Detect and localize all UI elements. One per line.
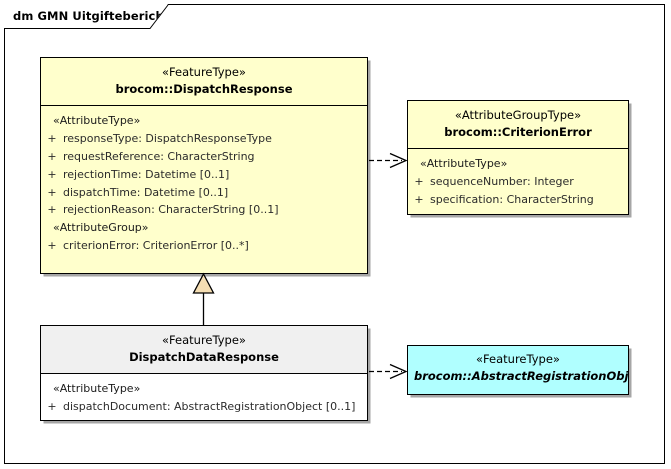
diagram-frame bbox=[4, 4, 665, 464]
class-header-dispatch-data-response: «FeatureType» DispatchDataResponse bbox=[41, 326, 367, 373]
attribute-label: rejectionTime: Datetime [0..1] bbox=[63, 167, 230, 181]
class-compartment-divider bbox=[408, 147, 628, 150]
attribute-row[interactable]: + dispatchDocument: AbstractRegistration… bbox=[41, 398, 367, 416]
attribute-visibility: + bbox=[47, 185, 57, 199]
attribute-label: criterionError: CriterionError [0..*] bbox=[63, 239, 249, 253]
class-name: DispatchDataResponse bbox=[129, 349, 279, 364]
class-box-dispatch-response[interactable]: «FeatureType» brocom::DispatchResponse «… bbox=[40, 57, 368, 274]
attribute-label: sequenceNumber: Integer bbox=[430, 175, 574, 189]
class-attributes-dispatch-data-response: «AttributeType» + dispatchDocument: Abst… bbox=[41, 374, 367, 420]
attribute-label: specification: CharacterString bbox=[430, 192, 594, 206]
attribute-label: dispatchTime: Datetime [0..1] bbox=[63, 185, 229, 199]
class-header-abstract-registration-object: «FeatureType» brocom::AbstractRegistrati… bbox=[408, 346, 628, 392]
class-name: brocom::CriterionError bbox=[444, 124, 592, 139]
class-compartment-divider bbox=[41, 372, 367, 375]
class-name: brocom::AbstractRegistrationObject bbox=[414, 368, 629, 383]
class-stereotype: «FeatureType» bbox=[162, 65, 246, 79]
attribute-visibility: + bbox=[47, 239, 57, 253]
attribute-visibility: + bbox=[47, 167, 57, 181]
attribute-group-label: «AttributeType» bbox=[53, 114, 141, 128]
attribute-visibility: + bbox=[47, 149, 57, 163]
attribute-label: requestReference: CharacterString bbox=[63, 149, 255, 163]
attribute-label: responseType: DispatchResponseType bbox=[63, 132, 272, 146]
attribute-visibility: + bbox=[414, 192, 424, 206]
attribute-row[interactable]: + requestReference: CharacterString bbox=[41, 148, 367, 166]
attribute-row[interactable]: + dispatchTime: Datetime [0..1] bbox=[41, 184, 367, 202]
attribute-group-label: «AttributeType» bbox=[420, 157, 508, 171]
attribute-label: dispatchDocument: AbstractRegistrationOb… bbox=[63, 400, 356, 414]
attribute-label: rejectionReason: CharacterString [0..1] bbox=[63, 203, 279, 217]
class-header-dispatch-response: «FeatureType» brocom::DispatchResponse bbox=[41, 58, 367, 105]
attribute-row[interactable]: + sequenceNumber: Integer bbox=[408, 173, 628, 191]
attribute-group-label: «AttributeGroup» bbox=[53, 221, 149, 235]
class-box-abstract-registration-object[interactable]: «FeatureType» brocom::AbstractRegistrati… bbox=[407, 345, 629, 395]
class-attributes-criterion-error: «AttributeType» + sequenceNumber: Intege… bbox=[408, 149, 628, 214]
attribute-row[interactable]: + rejectionReason: CharacterString [0..1… bbox=[41, 201, 367, 219]
class-compartment-divider bbox=[41, 104, 367, 107]
diagram-title-tab[interactable]: dm GMN Uitgifteberichten bbox=[4, 4, 168, 28]
class-header-criterion-error: «AttributeGroupType» brocom::CriterionEr… bbox=[408, 101, 628, 148]
class-attributes-dispatch-response: «AttributeType» + responseType: Dispatch… bbox=[41, 106, 367, 262]
attribute-row[interactable]: + specification: CharacterString bbox=[408, 191, 628, 209]
class-stereotype: «FeatureType» bbox=[162, 333, 246, 347]
attribute-visibility: + bbox=[414, 175, 424, 189]
attribute-visibility: + bbox=[47, 400, 57, 414]
attribute-row[interactable]: + responseType: DispatchResponseType bbox=[41, 130, 367, 148]
attribute-row[interactable]: + criterionError: CriterionError [0..*] bbox=[41, 237, 367, 255]
class-stereotype: «AttributeGroupType» bbox=[454, 108, 582, 122]
class-stereotype: «FeatureType» bbox=[476, 352, 560, 366]
attribute-visibility: + bbox=[47, 132, 57, 146]
attribute-group-label: «AttributeType» bbox=[53, 382, 141, 396]
class-box-dispatch-data-response[interactable]: «FeatureType» DispatchDataResponse «Attr… bbox=[40, 325, 368, 421]
attribute-visibility: + bbox=[47, 203, 57, 217]
class-name: brocom::DispatchResponse bbox=[115, 81, 293, 96]
attribute-row[interactable]: + rejectionTime: Datetime [0..1] bbox=[41, 166, 367, 184]
class-box-criterion-error[interactable]: «AttributeGroupType» brocom::CriterionEr… bbox=[407, 100, 629, 215]
